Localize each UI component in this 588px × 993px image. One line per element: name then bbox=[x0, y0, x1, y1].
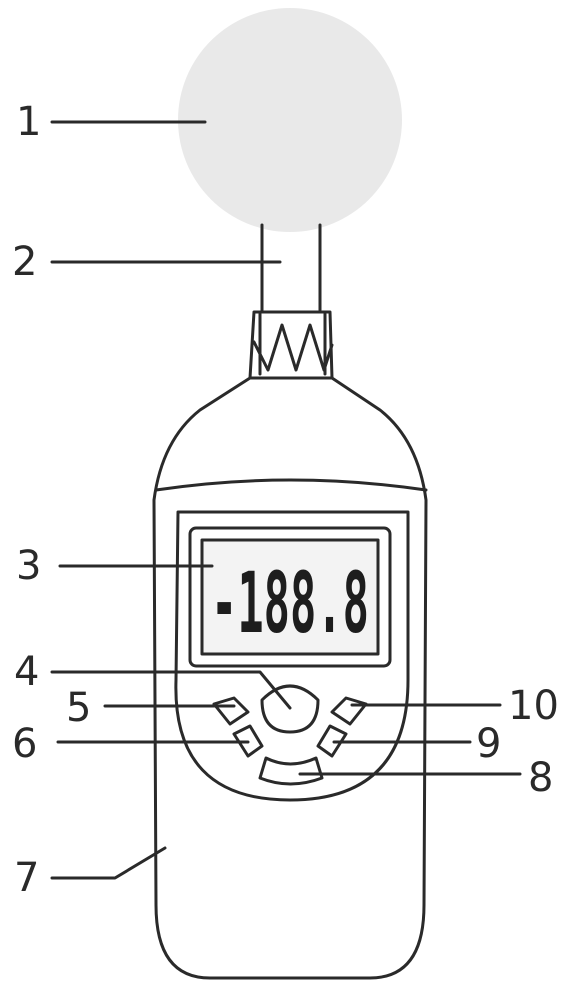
callout-5: 5 bbox=[66, 685, 92, 731]
callout-10: 10 bbox=[508, 683, 559, 729]
leader-line-7 bbox=[50, 846, 167, 880]
lcd-screen bbox=[200, 538, 380, 656]
callout-2: 2 bbox=[12, 239, 38, 285]
center-button[interactable] bbox=[260, 684, 320, 734]
foam-windscreen bbox=[178, 8, 402, 232]
button-9[interactable] bbox=[316, 724, 348, 758]
callout-6: 6 bbox=[12, 721, 38, 767]
face-panel bbox=[174, 510, 410, 802]
mic-collar bbox=[248, 310, 334, 380]
button-5[interactable] bbox=[212, 696, 250, 726]
body-seam bbox=[154, 478, 428, 492]
callout-4: 4 bbox=[14, 649, 40, 695]
leader-line-4 bbox=[50, 670, 292, 710]
callout-1: 1 bbox=[16, 99, 42, 145]
callout-9: 9 bbox=[476, 721, 502, 767]
button-10[interactable] bbox=[330, 696, 368, 726]
callout-8: 8 bbox=[528, 755, 554, 801]
button-8[interactable] bbox=[258, 756, 324, 786]
callout-3: 3 bbox=[16, 543, 42, 589]
button-6[interactable] bbox=[232, 724, 264, 758]
callout-7: 7 bbox=[14, 855, 40, 901]
meter-body bbox=[152, 376, 428, 980]
lcd-reading: -188.8 bbox=[211, 554, 369, 652]
lcd-bezel bbox=[188, 526, 392, 668]
